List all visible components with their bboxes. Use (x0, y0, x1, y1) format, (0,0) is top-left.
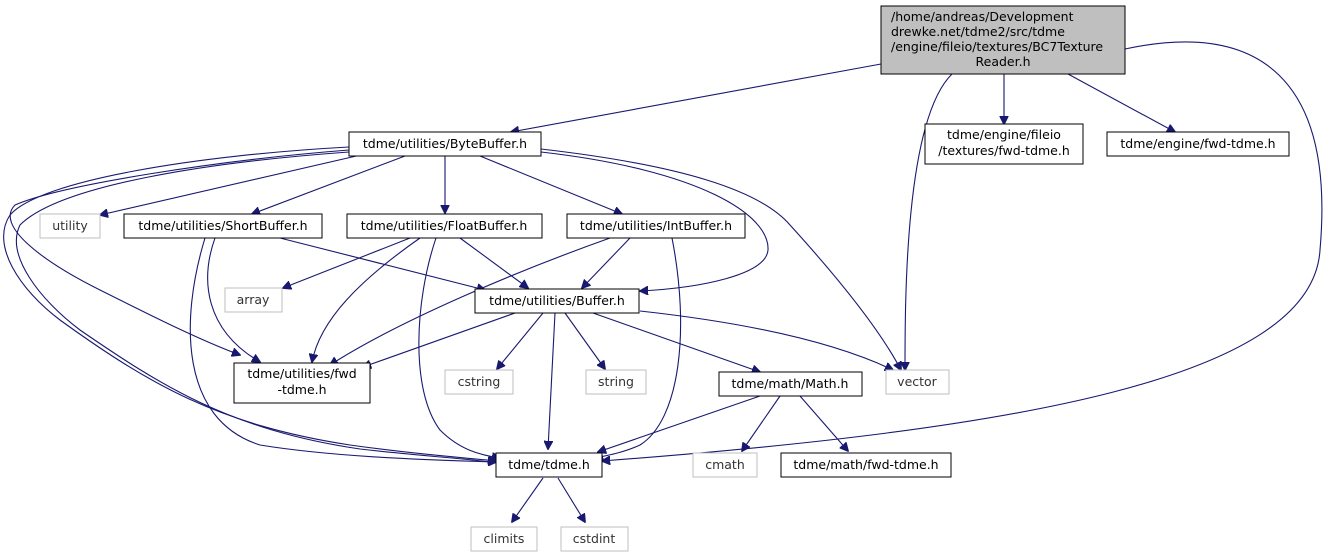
edge-bytebuffer-tdme (3, 146, 496, 461)
edge-shortbuffer-utilities-fwd (207, 237, 260, 362)
edge-bytebuffer-tdme-2 (15, 151, 497, 464)
node-fileio-fwd[interactable]: tdme/engine/fileio /textures/fwd-tdme.h (924, 123, 1084, 165)
edge-shortbuffer-tdme (189, 237, 496, 462)
node-climits[interactable]: climits (470, 526, 538, 552)
node-cmath[interactable]: cmath (692, 452, 758, 478)
node-utilities-fwd-line-1: tdme/utilities/fwd (247, 366, 356, 381)
edge-math-mathfwd (799, 395, 848, 451)
edge-bytebuffer-utility (100, 153, 366, 215)
edge-bytebuffer-buffer (540, 151, 769, 291)
node-tdme-label: tdme/tdme.h (508, 457, 590, 472)
edge-bytebuffer-vector (540, 148, 901, 370)
edge-root-tdme (602, 41, 1323, 461)
edge-buffer-math (592, 312, 760, 372)
root-line-2: drewke.net/tdme2/src/tdme (891, 24, 1065, 39)
node-string[interactable]: string (585, 369, 647, 395)
node-utility-label: utility (52, 218, 88, 233)
node-cstdint-label: cstdint (573, 531, 616, 546)
root-line-1: /home/andreas/Development (891, 9, 1074, 24)
node-array-label: array (237, 292, 270, 307)
node-utilities-fwd[interactable]: tdme/utilities/fwd -tdme.h (233, 362, 371, 404)
edge-intbuffer-utilities-fwd (330, 237, 611, 365)
node-array[interactable]: array (224, 287, 283, 313)
edge-root-engine-fwd (1067, 73, 1175, 132)
node-climits-label: climits (484, 531, 525, 546)
node-bytebuffer-label: tdme/utilities/ByteBuffer.h (363, 136, 527, 151)
node-intbuffer[interactable]: tdme/utilities/IntBuffer.h (566, 213, 746, 239)
edge-intbuffer-buffer (582, 237, 631, 288)
node-cstring-label: cstring (458, 374, 501, 389)
edge-math-tdme (598, 395, 761, 452)
edge-buffer-cstring (497, 312, 544, 369)
edge-bytebuffer-shortbuffer (252, 155, 406, 214)
edge-root-bytebuffer (511, 63, 882, 132)
node-math-label: tdme/math/Math.h (732, 376, 849, 391)
node-buffer-label: tdme/utilities/Buffer.h (489, 293, 625, 308)
edge-math-cmath (742, 395, 781, 451)
node-cstdint[interactable]: cstdint (560, 526, 629, 552)
node-math-fwd[interactable]: tdme/math/fwd-tdme.h (780, 452, 952, 478)
edge-tdme-cstdint (557, 477, 585, 522)
node-utility[interactable]: utility (39, 213, 101, 239)
node-string-label: string (598, 374, 634, 389)
root-line-3: /engine/fileio/textures/BC7Texture (891, 39, 1103, 54)
edge-floatbuffer-tdme (418, 237, 500, 458)
edge-buffer-utilities-fwd (363, 312, 516, 367)
edge-floatbuffer-utilities-fwd (312, 237, 421, 362)
edge-intbuffer-tdme (595, 237, 682, 458)
node-buffer[interactable]: tdme/utilities/Buffer.h (474, 288, 640, 314)
node-engine-fwd-label: tdme/engine/fwd-tdme.h (1120, 136, 1275, 151)
node-tdme[interactable]: tdme/tdme.h (495, 452, 603, 478)
edge-tdme-climits (512, 477, 544, 522)
node-utilities-fwd-line-2: -tdme.h (277, 382, 326, 397)
node-math-fwd-label: tdme/math/fwd-tdme.h (793, 457, 938, 472)
node-floatbuffer[interactable]: tdme/utilities/FloatBuffer.h (346, 213, 543, 239)
root-file-node[interactable]: /home/andreas/Development drewke.net/tdm… (880, 5, 1126, 75)
node-math[interactable]: tdme/math/Math.h (718, 371, 863, 397)
node-vector[interactable]: vector (885, 369, 950, 395)
node-cmath-label: cmath (705, 457, 745, 472)
node-shortbuffer[interactable]: tdme/utilities/ShortBuffer.h (123, 213, 323, 239)
edge-bytebuffer-intbuffer (479, 155, 622, 214)
edge-floatbuffer-array (283, 237, 411, 288)
edge-bytebuffer-utilities-fwd (9, 149, 350, 355)
root-line-4: Reader.h (976, 54, 1031, 69)
node-bytebuffer[interactable]: tdme/utilities/ByteBuffer.h (348, 131, 542, 157)
edge-buffer-string (564, 312, 605, 369)
node-cstring[interactable]: cstring (444, 369, 514, 395)
node-vector-label: vector (897, 374, 938, 389)
node-engine-fwd[interactable]: tdme/engine/fwd-tdme.h (1106, 131, 1290, 157)
edge-floatbuffer-buffer (459, 237, 528, 288)
edge-root-vector (905, 73, 953, 370)
edge-buffer-tdme (548, 312, 556, 449)
node-fileio-fwd-line-2: /textures/fwd-tdme.h (938, 143, 1070, 158)
node-shortbuffer-label: tdme/utilities/ShortBuffer.h (138, 218, 307, 233)
node-floatbuffer-label: tdme/utilities/FloatBuffer.h (361, 218, 528, 233)
edge-buffer-vector (639, 310, 893, 370)
node-intbuffer-label: tdme/utilities/IntBuffer.h (580, 218, 732, 233)
node-fileio-fwd-line-1: tdme/engine/fileio (947, 127, 1061, 142)
edge-shortbuffer-buffer (279, 237, 485, 290)
